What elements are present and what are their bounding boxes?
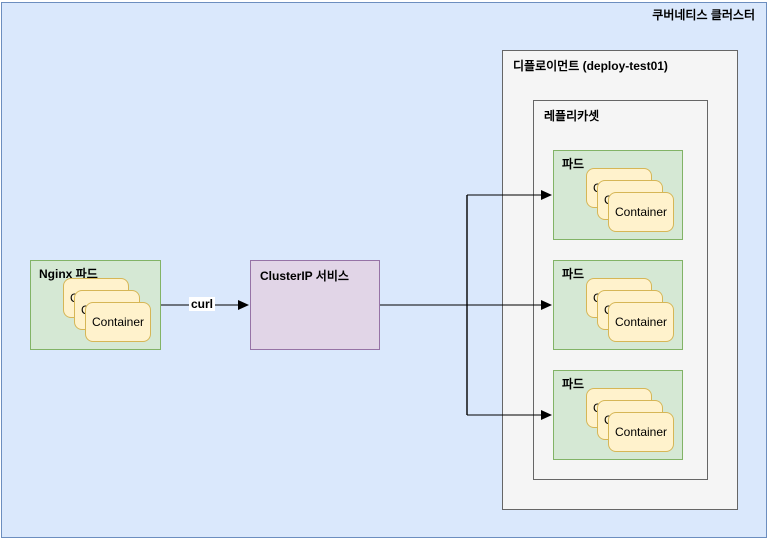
container-box: Container	[608, 412, 674, 452]
clusterip-service-label: ClusterIP 서비스	[260, 269, 349, 283]
pod-box-2: 파드 Container Container Container	[553, 260, 683, 350]
container-label: Container	[91, 315, 145, 329]
nginx-pod-box: Nginx 파드 Container Container Container	[30, 260, 161, 350]
pod-label: 파드	[562, 267, 585, 281]
container-box: Container	[608, 302, 674, 342]
container-label: Container	[614, 425, 668, 439]
pod-box-1: 파드 Container Container Container	[553, 150, 683, 240]
deployment-label: 디플로이먼트 (deploy-test01)	[513, 59, 668, 73]
cluster-label: 쿠버네티스 클러스터	[652, 8, 755, 22]
pod-label: 파드	[562, 377, 585, 391]
pod-box-3: 파드 Container Container Container	[553, 370, 683, 460]
pod-label: 파드	[562, 157, 585, 171]
container-label: Container	[614, 205, 668, 219]
clusterip-service-box: ClusterIP 서비스	[250, 260, 380, 350]
curl-edge-label: curl	[188, 297, 216, 311]
container-box: Container	[85, 302, 151, 342]
container-stack: Container Container Container	[63, 278, 153, 344]
container-stack: Container Container Container	[586, 388, 676, 454]
container-stack: Container Container Container	[586, 168, 676, 234]
container-box: Container	[608, 192, 674, 232]
container-label: Container	[614, 315, 668, 329]
container-stack: Container Container Container	[586, 278, 676, 344]
replicaset-label: 레플리카셋	[544, 109, 600, 123]
nginx-pod-label: Nginx 파드	[39, 267, 98, 281]
